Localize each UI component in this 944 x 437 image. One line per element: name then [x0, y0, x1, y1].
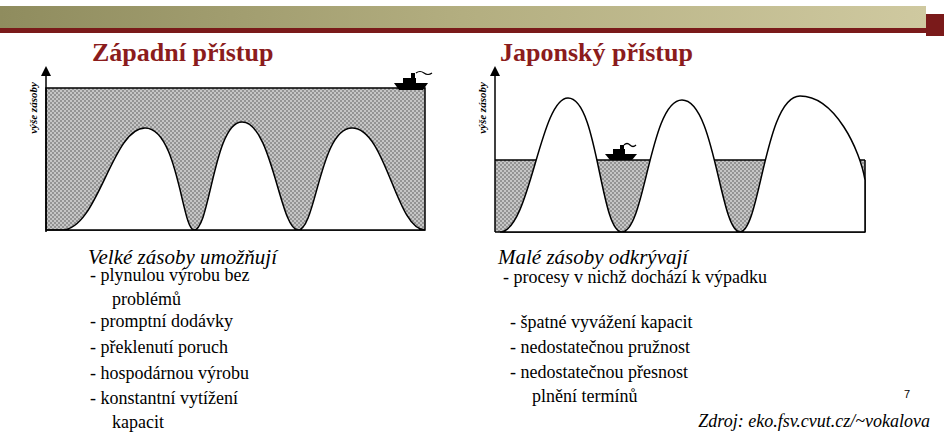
page-number: 7 — [904, 388, 910, 400]
rocks — [500, 96, 865, 232]
list-item: - promptní dodávky — [90, 309, 390, 333]
axis-line — [45, 74, 47, 232]
axis-label: výše zásoby — [27, 82, 39, 134]
list-item: - procesy v nichž dochází k výpadku — [503, 265, 883, 289]
list-item: - nedostatečnou přesnost plnění termínů — [510, 360, 715, 408]
list-item: - konstantní vytížení kapacit — [90, 386, 270, 434]
list-item: - nedostatečnou pružnost — [510, 335, 830, 359]
ship-icon — [394, 72, 432, 91]
section-heading: Japonský přístup — [500, 38, 693, 68]
list-heading: Malé zásoby odkrývají — [498, 244, 688, 270]
header-square — [926, 14, 944, 36]
rocks — [46, 122, 425, 230]
water-high — [46, 88, 425, 230]
header-line — [0, 28, 944, 33]
axis-label: výše zásoby — [476, 82, 488, 134]
list-item: - překlenutí poruch — [90, 335, 390, 359]
list-item: - plynulou výrobu bez problémů — [90, 263, 285, 311]
section-heading: Západní přístup — [92, 38, 273, 68]
source-note: Zdroj: eko.fsv.cvut.cz/~vokalova — [698, 410, 930, 432]
ship-icon — [605, 144, 637, 161]
axis-line — [494, 74, 496, 232]
list-item: - hospodárnou výrobu — [90, 361, 390, 385]
header-band — [0, 6, 926, 28]
list-item: - špatné vyvážení kapacit — [510, 310, 830, 334]
axis-arrow — [41, 66, 51, 76]
axis-arrow — [490, 66, 500, 76]
